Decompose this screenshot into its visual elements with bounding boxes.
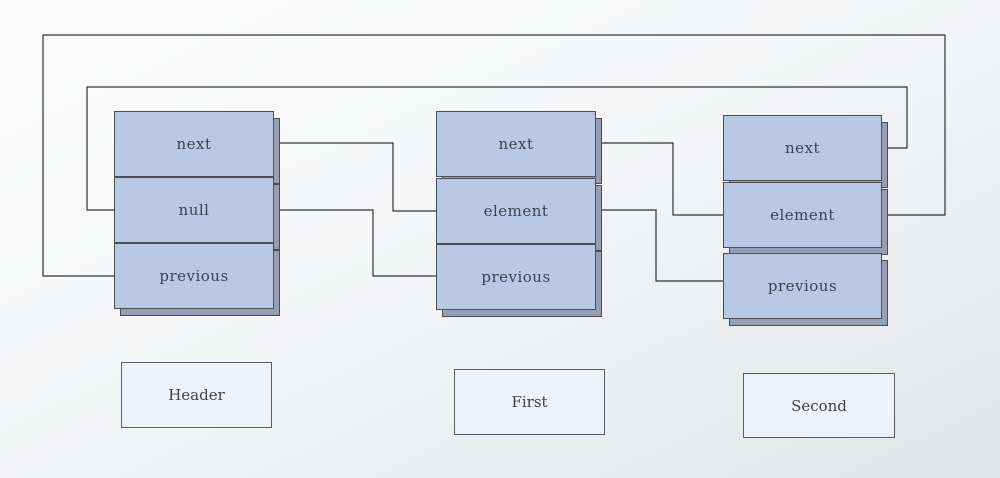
- link-header-null-to-first-previous: [277, 209, 436, 277]
- link-second-next-to-header: [86, 86, 908, 211]
- link-first-next-to-second: [600, 142, 723, 216]
- link-header-next-to-first: [277, 142, 436, 212]
- first-previous-cell: previous: [436, 244, 596, 310]
- header-next-cell: next: [114, 111, 274, 177]
- first-next-cell: next: [436, 111, 596, 177]
- header-null-cell: null: [114, 177, 274, 243]
- first-element-cell: element: [436, 178, 596, 244]
- first-label: First: [454, 369, 605, 435]
- second-element-cell: element: [723, 182, 882, 248]
- second-previous-cell: previous: [723, 253, 882, 319]
- header-previous-cell: previous: [114, 243, 274, 309]
- header-label: Header: [121, 362, 272, 428]
- link-second-element-to-header-previous: [42, 34, 946, 277]
- second-label: Second: [743, 373, 895, 438]
- link-first-element-to-second-previous: [600, 209, 723, 282]
- second-next-cell: next: [723, 115, 882, 181]
